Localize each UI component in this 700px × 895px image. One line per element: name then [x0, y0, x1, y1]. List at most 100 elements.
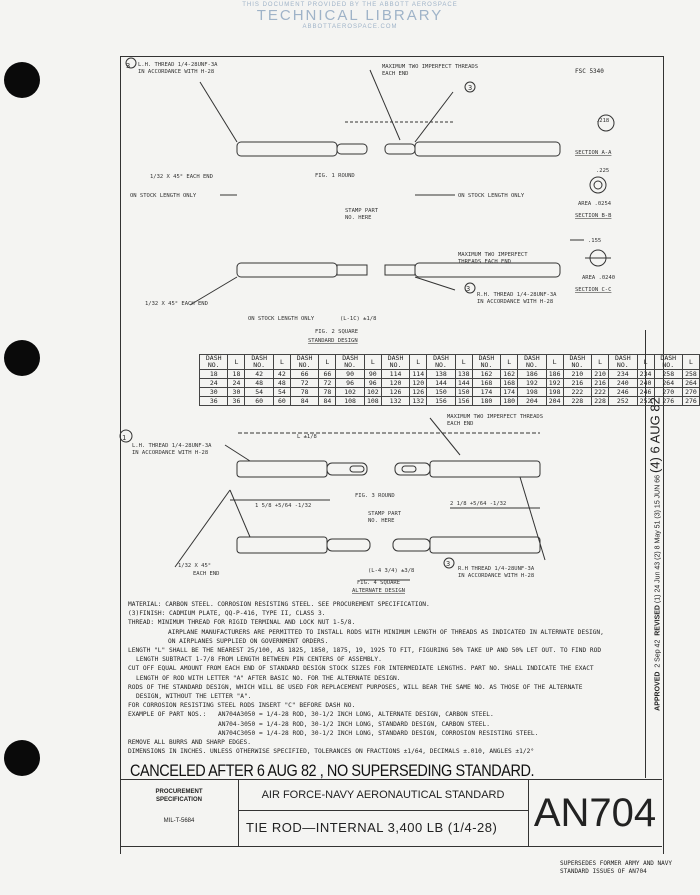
revision-strip: APPROVED 2 Sep 42 REVISED (1) 24 Jun 43 … [645, 330, 663, 778]
fig3-rod [236, 460, 541, 478]
fig12-stock-length-label: ON STOCK LENGTH ONLY [458, 193, 525, 199]
header-l: L [318, 354, 337, 370]
fig12-stamp-label: NO. HERE [345, 215, 372, 221]
dash-no-cell: 162 [471, 369, 502, 379]
fig34-lh-thread-ref: IN ACCORDANCE WITH H-28 [132, 450, 208, 456]
fig34-length-dim: L ±1/8 [297, 434, 317, 440]
revision-number: 1 [654, 596, 661, 601]
title-cell: AIR FORCE-NAVY AERONAUTICAL STANDARD TIE… [238, 780, 529, 846]
dash-no-cell: 24 [198, 378, 229, 388]
length-cell: 162 [500, 369, 519, 379]
dash-no-cell: 222 [562, 387, 593, 397]
length-cell: 186 [545, 369, 564, 379]
fig12-max-threads-label: MAXIMUM TWO IMPERFECT THREADS [382, 64, 478, 70]
dash-no-cell: 210 [562, 369, 593, 379]
fsc-code: FSC 5340 [575, 68, 604, 75]
approved-label: APPROVED [654, 671, 661, 711]
length-cell: 216 [591, 378, 610, 388]
dash-no-cell: 108 [335, 396, 365, 406]
length-cell: 24 [227, 378, 246, 388]
dash-no-cell: 186 [517, 369, 547, 379]
dash-no-cell: 18 [198, 369, 229, 379]
fig2-rod [236, 262, 561, 278]
length-cell: 198 [545, 387, 564, 397]
length-cell: 150 [454, 387, 473, 397]
length-cell: 258 [681, 369, 700, 379]
length-cell: 264 [681, 378, 700, 388]
dash-no-cell: 150 [426, 387, 456, 397]
supersedes-line: SUPERSEDES FORMER ARMY AND NAVY [560, 860, 672, 867]
fig4-caption: FIG. 4 SQUARE [357, 580, 400, 586]
fig12-stock-length-label: ON STOCK LENGTH ONLY [130, 193, 197, 199]
header-dash-no: DASH NO. [198, 354, 229, 370]
dash-no-cell: 168 [471, 378, 502, 388]
standard-number: AN704 [533, 791, 657, 835]
dash-no-cell: 198 [517, 387, 547, 397]
header-l: L [454, 354, 473, 370]
length-cell: 60 [272, 396, 291, 406]
fig2-caption: FIG. 2 SQUARE [315, 329, 358, 335]
length-cell: 54 [272, 387, 291, 397]
drawing-frame [120, 56, 664, 854]
dash-no-cell: 144 [426, 378, 456, 388]
callout-number: 3 [131, 610, 136, 618]
note-length: LENGTH "L" SHALL BE THE NEAREST 25/100, … [128, 647, 602, 655]
watermark: THIS DOCUMENT PROVIDED BY THE ABBOTT AER… [240, 2, 460, 30]
length-cell: 174 [500, 387, 519, 397]
revision-date: 24 Jun 43 [654, 561, 661, 593]
fig2-subcaption: STANDARD DESIGN [308, 338, 358, 344]
revision-date: 6 AUG 82 [647, 397, 662, 454]
length-cell: 72 [318, 378, 337, 388]
callout-number: 3 [446, 560, 450, 568]
length-cell: 108 [363, 396, 382, 406]
note-cutoff-2: LENGTH OF ROD WITH LETTER "A" AFTER BASI… [136, 674, 401, 682]
dash-no-cell: 240 [608, 378, 638, 388]
fig12-rh-thread-label: R.H. THREAD 1/4-28UNF-3A [477, 292, 557, 298]
dash-no-cell: 42 [244, 369, 274, 379]
revision-history: APPROVED 2 Sep 42 REVISED (1) 24 Jun 43 … [647, 397, 662, 711]
dash-no-cell: 60 [244, 396, 274, 406]
section-b-dim: .225 [596, 168, 609, 174]
note-rods: RODS OF THE STANDARD DESIGN, WHICH WILL … [128, 683, 583, 691]
length-cell: 228 [591, 396, 610, 406]
fig4-rod [236, 536, 541, 554]
approved-date: 2 Sep 42 [654, 639, 661, 668]
dash-no-cell: 114 [380, 369, 411, 379]
dash-no-cell: 174 [471, 387, 502, 397]
fig12-chamfer-label: 1/32 X 45° EACH END [145, 301, 208, 307]
length-cell: 120 [409, 378, 428, 388]
dash-no-cell: 66 [289, 369, 320, 379]
length-cell: 66 [318, 369, 337, 379]
watermark-title: TECHNICAL LIBRARY [256, 7, 444, 24]
note-corrosion: FOR CORROSION RESISTING STEEL RODS INSER… [128, 702, 356, 710]
procurement-spec-label: PROCUREMENT SPECIFICATION [155, 789, 203, 803]
binder-hole [4, 740, 40, 776]
examples-label: EXAMPLE OF PART NOS.: [128, 711, 207, 719]
length-cell: 156 [454, 396, 473, 406]
length-cell: 270 [681, 387, 700, 397]
fig12-max-threads-label: MAXIMUM TWO IMPERFECT [458, 252, 528, 258]
fig34-chamfer-label: 1/32 X 45° [178, 563, 211, 569]
dash-no-cell: 126 [380, 387, 411, 397]
header-dash-no: DASH NO. [562, 354, 593, 370]
fig34-max-threads-label: MAXIMUM TWO IMPERFECT THREADS [447, 414, 543, 420]
supersedes-note: SUPERSEDES FORMER ARMY AND NAVY STANDARD… [560, 860, 672, 876]
dash-no-cell: 84 [289, 396, 320, 406]
callout-number: 3 [468, 84, 472, 92]
header-l: L [409, 354, 428, 370]
header-l: L [272, 354, 291, 370]
fig12-stock-length-label: ON STOCK LENGTH ONLY [248, 316, 315, 322]
note-thread-3: ON AIRPLANES SUPPLIED ON GOVERNMENT ORDE… [168, 637, 329, 645]
fig34-lh-thread-label: L.H. THREAD 1/4-28UNF-3A [132, 443, 212, 449]
dash-no-cell: 180 [471, 396, 502, 406]
header-dash-no: DASH NO. [517, 354, 547, 370]
fig12-stamp-label: STAMP PART [345, 208, 379, 214]
note-length-2: LENGTH SUBTRACT 1-7/8 FROM LENGTH BETWEE… [136, 656, 382, 664]
length-cell: 78 [318, 387, 337, 397]
dash-no-cell: 252 [608, 396, 638, 406]
fig3-caption: FIG. 3 ROUND [355, 493, 395, 499]
length-cell: 132 [409, 396, 428, 406]
